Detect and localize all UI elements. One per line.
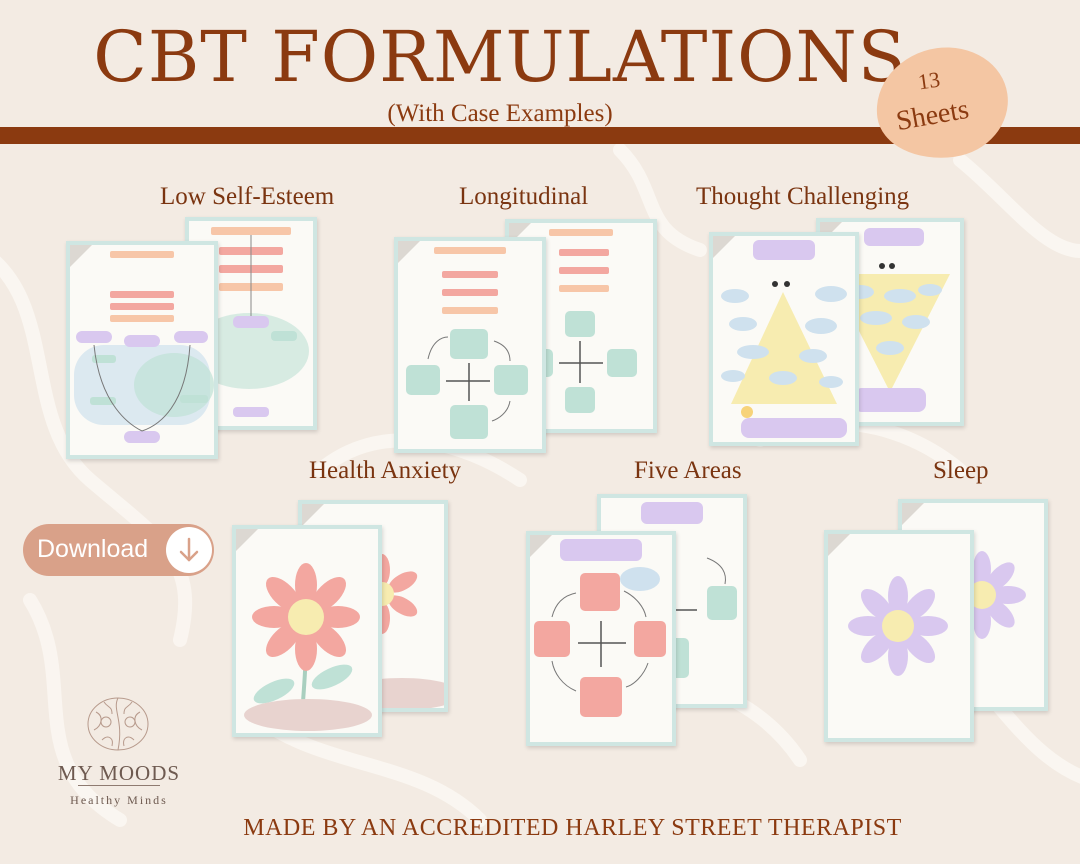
header-band [0, 127, 1080, 144]
brand-tagline: Healthy Minds [70, 793, 168, 807]
arrow-down-icon [179, 537, 199, 562]
health-anxiety-sheet-front [232, 525, 382, 737]
flowchart-preview [509, 223, 637, 413]
badge-count: 13 [916, 66, 942, 95]
section-five-areas: Five Areas [634, 457, 742, 484]
longitudinal-sheet-front [394, 237, 546, 453]
low-self-esteem-sheet-front [66, 241, 218, 459]
brain-line-art-icon [87, 697, 149, 751]
sleep-sheet-front [824, 530, 974, 742]
flowchart-preview [70, 245, 214, 443]
brand-divider [78, 785, 160, 786]
page-subtitle: (With Case Examples) [387, 100, 613, 127]
thought-challenging-sheet-front [709, 232, 859, 446]
section-thought-challenging: Thought Challenging [696, 183, 910, 210]
section-longitudinal: Longitudinal [459, 183, 589, 210]
page-title: CBT FORMULATIONS [93, 16, 907, 98]
flower-diagram-preview [828, 534, 948, 676]
five-areas-sheet-front [526, 531, 676, 746]
brand-name: MY MOODS [57, 761, 181, 785]
download-button-label[interactable]: Download [37, 535, 149, 563]
section-health-anxiety: Health Anxiety [309, 457, 462, 484]
section-sleep: Sleep [933, 457, 989, 484]
section-low-self-esteem: Low Self-Esteem [160, 183, 335, 210]
download-icon-circle[interactable] [166, 527, 212, 573]
flower-diagram-preview [236, 529, 372, 731]
flowchart-preview [189, 227, 309, 417]
flowchart-preview [713, 236, 847, 438]
flowchart-preview [530, 535, 666, 717]
footer-credential: MADE BY AN ACCREDITED HARLEY STREET THER… [243, 815, 902, 841]
flowchart-preview [398, 241, 528, 439]
